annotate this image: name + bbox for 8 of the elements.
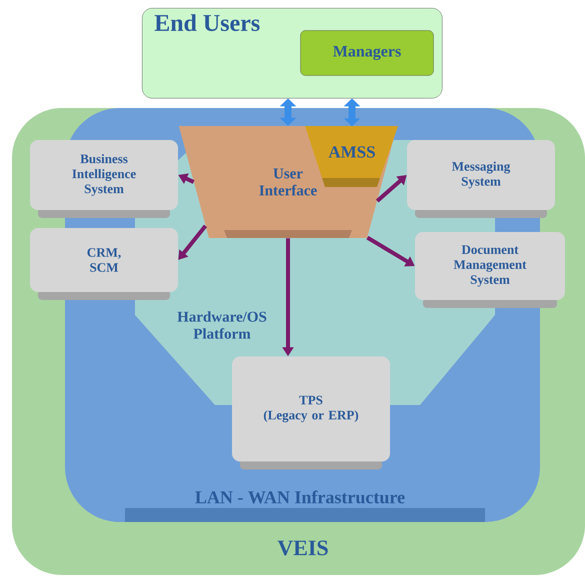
system-box: Document Management System: [415, 232, 565, 308]
wedge: AMSS: [305, 126, 398, 187]
group-tag: Managers: [300, 30, 434, 76]
system-box: Business Intelligence System: [30, 140, 178, 218]
system-box: Messaging System: [407, 140, 555, 218]
platform-label: Hardware/OS Platform: [177, 311, 266, 339]
system-box: TPS (Legacy or ERP): [232, 356, 390, 470]
system-box: CRM, SCM: [30, 228, 178, 300]
